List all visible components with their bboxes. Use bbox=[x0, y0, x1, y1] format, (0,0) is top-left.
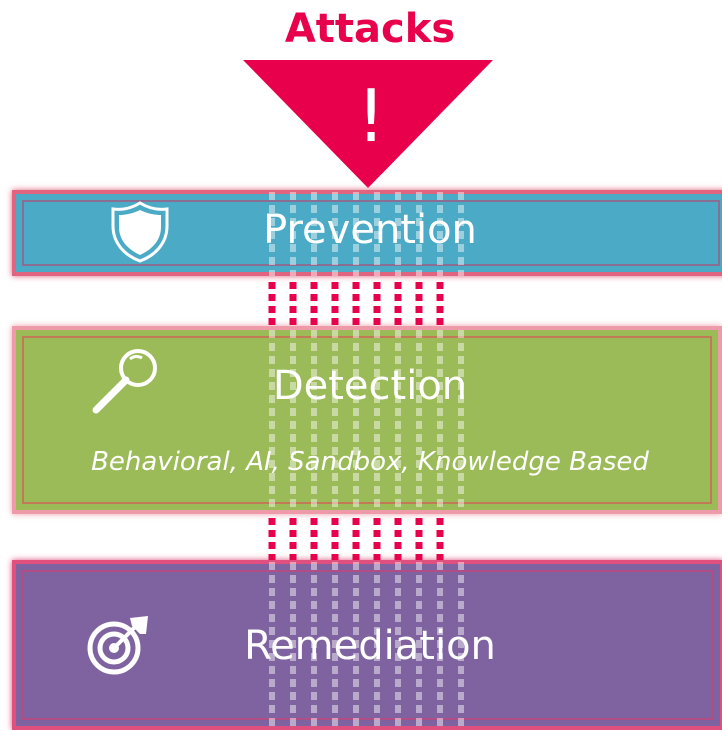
target-icon bbox=[87, 616, 148, 675]
shield-icon bbox=[111, 201, 169, 263]
detection-layer-inner-frame bbox=[22, 336, 712, 504]
exclamation-mark: ! bbox=[356, 74, 386, 158]
prevention-label: Prevention bbox=[263, 207, 477, 253]
remediation-layer-inner-frame bbox=[22, 570, 714, 720]
detection-label: Detection bbox=[272, 363, 468, 409]
prevention-layer bbox=[12, 190, 722, 276]
attack-arrow-icon bbox=[243, 60, 493, 188]
magnifier-icon bbox=[92, 349, 157, 414]
attacks-title: Attacks bbox=[284, 6, 456, 52]
detection-methods-text: Behavioral, AI, Sandbox, Knowledge Based bbox=[91, 447, 649, 477]
remediation-label: Remediation bbox=[244, 623, 496, 669]
prevention-layer-inner-frame bbox=[22, 200, 720, 266]
remediation-layer bbox=[12, 560, 722, 730]
